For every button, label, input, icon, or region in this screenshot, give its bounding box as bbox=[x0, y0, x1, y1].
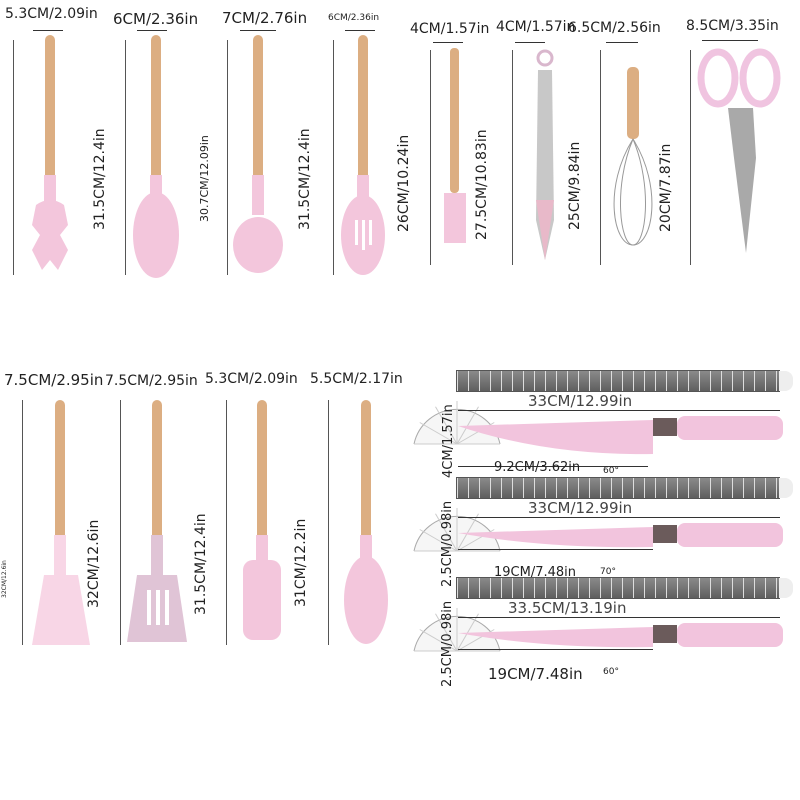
knife-total-length: 33CM/12.99in bbox=[528, 499, 633, 517]
length-label: 27.5CM/10.83in bbox=[474, 129, 490, 240]
protractor bbox=[413, 508, 501, 552]
knife-image bbox=[458, 623, 783, 648]
brush-image bbox=[444, 48, 466, 243]
knife-blade-length: 19CM/7.48in bbox=[488, 665, 583, 683]
width-label: 4CM/1.57in bbox=[410, 21, 490, 37]
width-label: 8.5CM/3.35in bbox=[686, 18, 779, 34]
turner-image bbox=[32, 400, 90, 645]
pasta-server-image bbox=[32, 35, 68, 270]
knife-total-length: 33.5CM/13.19in bbox=[508, 599, 627, 617]
spoon-image bbox=[133, 35, 179, 278]
width-label: 7CM/2.76in bbox=[222, 9, 308, 27]
length-label: 25CM/9.84in bbox=[567, 141, 583, 230]
protractor bbox=[413, 401, 501, 445]
length-label: 20CM/7.87in bbox=[658, 143, 674, 232]
length-label: 31CM/12.2in bbox=[293, 518, 309, 607]
slotted-spoon-image bbox=[341, 35, 385, 275]
length-label: 30.7CM/12.09in bbox=[198, 135, 211, 222]
width-label: 6CM/2.36in bbox=[328, 13, 380, 23]
width-label: 5.3CM/2.09in bbox=[5, 6, 98, 22]
knife-angle: 60° bbox=[603, 466, 619, 476]
ladle-image bbox=[233, 35, 283, 273]
knife-blade-length: 9.2CM/3.62in bbox=[494, 460, 581, 475]
knife-height: 2.5CM/0.98in bbox=[440, 600, 455, 687]
length-label: 31.5CM/12.4in bbox=[92, 128, 108, 230]
whisk-image bbox=[613, 67, 653, 246]
ruler bbox=[456, 370, 780, 392]
ruler bbox=[456, 577, 780, 599]
knife-image bbox=[458, 523, 783, 548]
side-note-label: 32CM/12.6in bbox=[1, 560, 8, 598]
ruler bbox=[456, 477, 780, 499]
knife-angle: 60° bbox=[603, 667, 619, 677]
width-label: 6CM/2.36in bbox=[113, 10, 199, 28]
width-label: 7.5CM/2.95in bbox=[4, 371, 104, 389]
spoon-spatula-image bbox=[344, 400, 388, 644]
knife-total-length: 33CM/12.99in bbox=[528, 392, 633, 410]
slotted-turner-image bbox=[127, 400, 187, 642]
width-label: 4CM/1.57in bbox=[496, 19, 576, 35]
knife-angle: 70° bbox=[600, 567, 616, 577]
length-label: 31.5CM/12.4in bbox=[193, 513, 209, 615]
length-label: 26CM/10.24in bbox=[396, 134, 412, 232]
spatula-image bbox=[243, 400, 281, 640]
width-label: 6.5CM/2.56in bbox=[568, 20, 661, 36]
width-label: 5.5CM/2.17in bbox=[310, 371, 403, 387]
width-label: 5.3CM/2.09in bbox=[205, 371, 298, 387]
knife-height: 4CM/1.57in bbox=[441, 404, 456, 478]
length-label: 31.5CM/12.4in bbox=[297, 128, 313, 230]
knife-height: 2.5CM/0.98in bbox=[440, 500, 455, 587]
tongs-image bbox=[536, 49, 554, 260]
knife-image bbox=[458, 416, 783, 455]
knife-blade-length: 19CM/7.48in bbox=[494, 565, 577, 580]
width-label: 7.5CM/2.95in bbox=[105, 373, 198, 389]
scissors-image bbox=[697, 48, 781, 253]
